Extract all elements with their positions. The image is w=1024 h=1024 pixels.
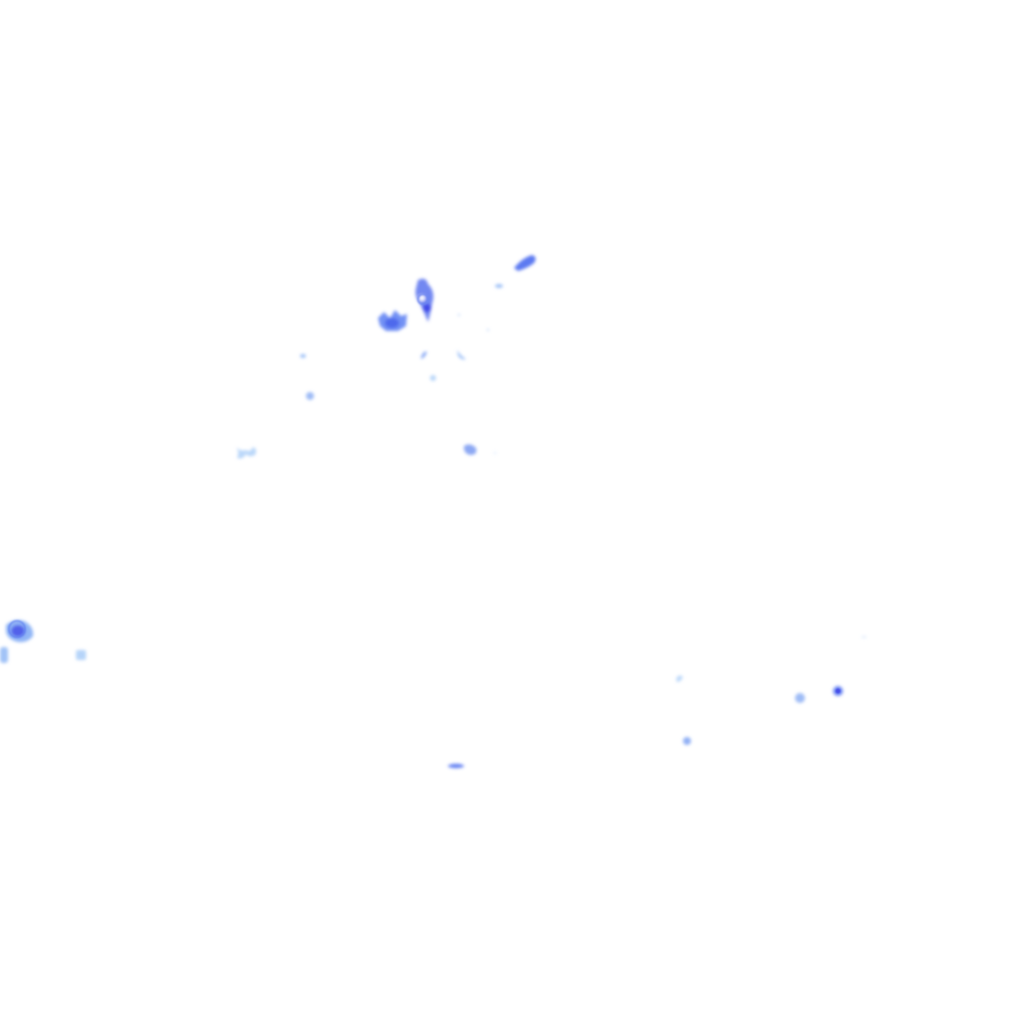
- echo-cell-edge-square: [76, 650, 86, 660]
- echo-cell-ne-streak: [514, 255, 536, 271]
- echo-detail-se2-core: [835, 688, 841, 694]
- echo-cell-tick-b: [457, 350, 466, 360]
- echo-cell-dot-c: [486, 328, 490, 332]
- echo-cell-w5: [494, 452, 496, 454]
- echo-cell-hook-core: [423, 304, 431, 312]
- echo-cell-tick-a: [421, 351, 427, 359]
- echo-cell-crown-core: [385, 318, 399, 328]
- echo-cell-edge-low: [0, 647, 8, 663]
- echo-detail-hook-ring: [417, 293, 429, 305]
- echo-detail-edge-ring: [8, 620, 26, 638]
- echo-cell-w3: [236, 447, 257, 459]
- echo-cell-w1: [300, 354, 306, 358]
- echo-cell-se1: [795, 693, 805, 703]
- echo-cluster-west-central: [236, 354, 496, 459]
- echo-cell-edge-core: [11, 625, 25, 637]
- echo-cell-se3: [683, 737, 691, 745]
- echo-cell-se-hook: [676, 675, 683, 682]
- echo-cell-se-faint: [861, 636, 867, 638]
- echo-cell-w2: [306, 392, 314, 400]
- echo-cluster-north: [378, 255, 536, 381]
- echo-cell-se-streak: [448, 763, 464, 769]
- echo-cell-dot-a: [430, 375, 436, 381]
- echo-cell-hook-hole: [419, 295, 425, 301]
- echo-cell-small-ne: [495, 284, 503, 288]
- echo-cell-w4: [463, 444, 477, 455]
- echo-detail-layer: [8, 293, 841, 694]
- echo-cell-dot-b: [457, 313, 461, 317]
